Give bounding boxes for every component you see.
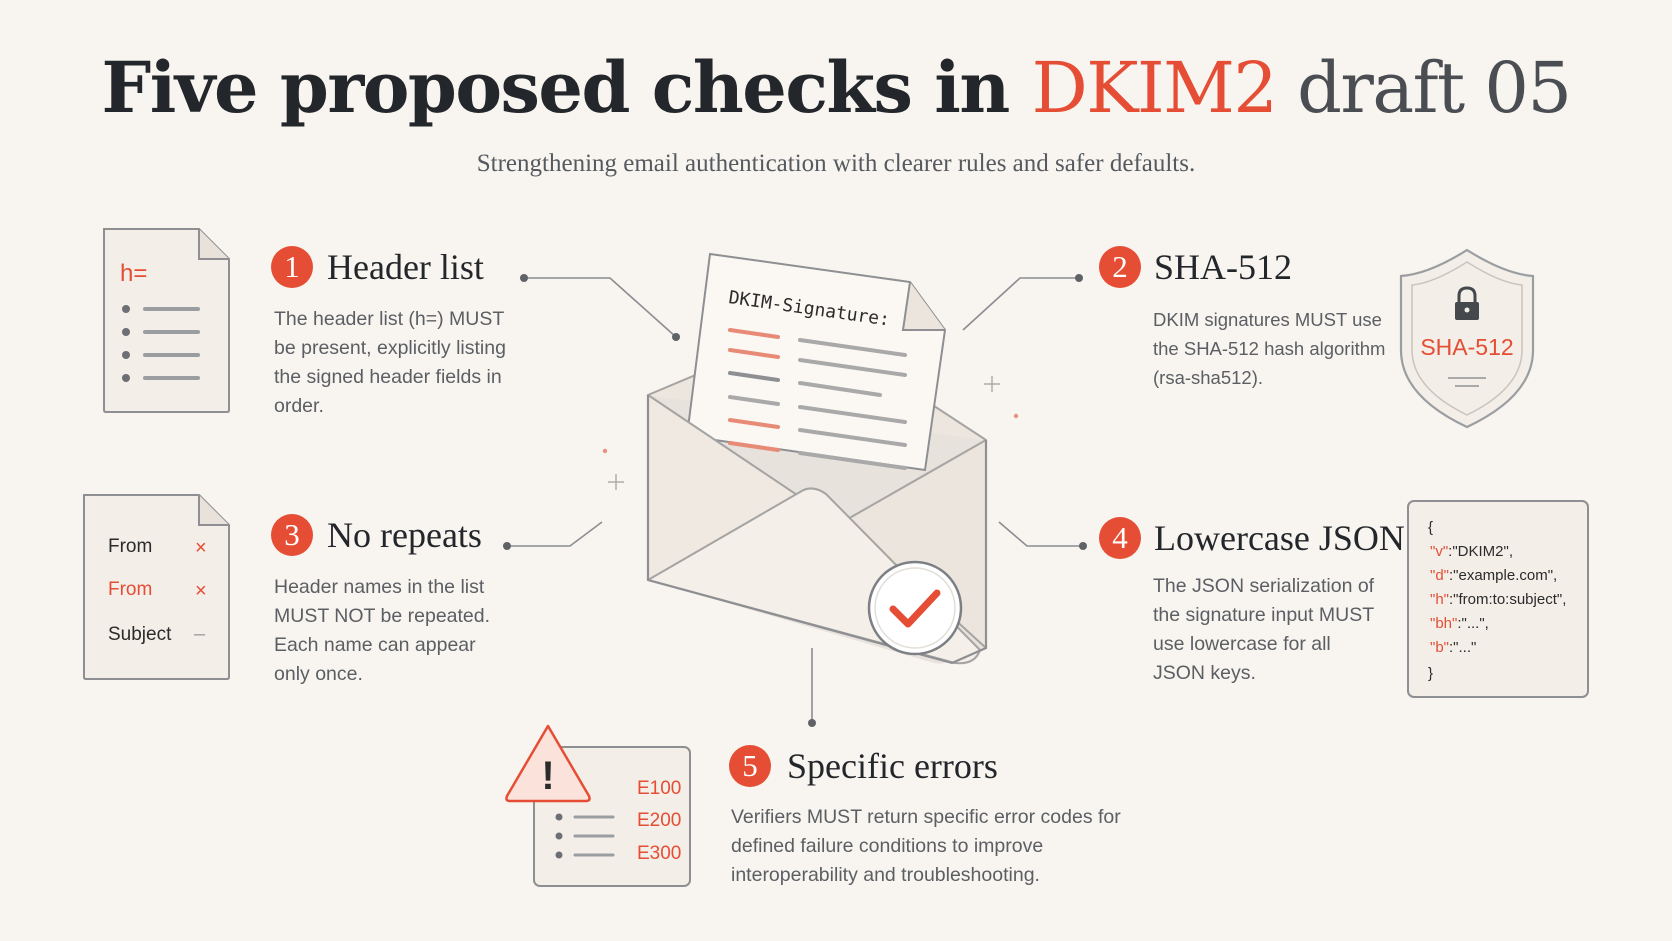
row-2-name: From: [108, 579, 152, 600]
verified-check-icon: [867, 560, 963, 656]
no-repeats-document-icon: From × From × Subject –: [83, 494, 230, 680]
check-4-number: 4: [1099, 517, 1141, 559]
warning-triangle-icon: !: [505, 724, 591, 803]
json-line-h: "h":"from:to:subject",: [1430, 591, 1566, 608]
connector-3: [507, 521, 603, 547]
json-close-brace: }: [1428, 665, 1433, 682]
row-2-x-icon: ×: [195, 580, 207, 602]
sha512-shield-icon: SHA-512: [1399, 248, 1535, 429]
title-accent: DKIM2: [1031, 47, 1278, 129]
sparkle-decoration: [602, 376, 1019, 490]
error-code-3: E300: [637, 843, 681, 864]
json-line-v: "v":"DKIM2",: [1430, 543, 1513, 560]
check-1-number: 1: [271, 246, 313, 288]
header-list-document-icon: h=: [103, 228, 230, 413]
connector-2: [962, 277, 1079, 331]
check-4-description: The JSON serialization of the signature …: [1153, 575, 1375, 684]
check-2-number: 2: [1099, 246, 1141, 288]
json-code-card-icon: { "v":"DKIM2", "d":"example.com", "h":"f…: [1407, 500, 1589, 698]
row-3-dash-icon: –: [194, 623, 206, 645]
connector-4: [998, 521, 1083, 547]
error-code-1: E100: [637, 778, 681, 799]
check-1-description: The header list (h=) MUST be present, ex…: [274, 308, 506, 417]
row-1-x-icon: ×: [195, 537, 207, 559]
check-5-description: Verifiers MUST return specific error cod…: [731, 806, 1121, 886]
title-main: Five proposed checks in: [101, 46, 1032, 129]
check-4-title: Lowercase JSON: [1154, 518, 1405, 558]
sha512-badge-label: SHA-512: [1420, 334, 1513, 360]
envelope-illustration: DKIM-Signature:: [646, 252, 988, 665]
check-3-title: No repeats: [327, 515, 482, 555]
json-line-b: "b":"...": [1430, 639, 1476, 656]
dkim-signature-letter: DKIM-Signature:: [685, 252, 947, 472]
page-title: Five proposed checks in DKIM2 draft 05: [0, 46, 1672, 129]
connector-lines: [503, 274, 1087, 727]
row-1-name: From: [108, 536, 152, 557]
check-2-title: SHA-512: [1154, 247, 1293, 287]
check-5-title: Specific errors: [787, 746, 998, 786]
warning-glyph: !: [541, 754, 554, 798]
error-code-2: E200: [637, 810, 681, 831]
error-codes-card-icon: E100 E200 E300 !: [505, 724, 691, 887]
check-1-title: Header list: [327, 247, 484, 287]
json-line-bh: "bh":"...",: [1430, 615, 1489, 632]
row-3-name: Subject: [108, 624, 172, 645]
check-2-description: DKIM signatures MUST use the SHA-512 has…: [1153, 309, 1386, 388]
page-subtitle: Strengthening email authentication with …: [476, 150, 1196, 177]
lock-icon: [1455, 286, 1479, 320]
json-line-d: "d":"example.com",: [1430, 567, 1557, 584]
check-3-description: Header names in the list MUST NOT be rep…: [274, 576, 491, 685]
check-3-number: 3: [271, 514, 313, 556]
title-tail: draft 05: [1276, 47, 1572, 129]
check-5-number: 5: [729, 745, 771, 787]
json-open-brace: {: [1428, 519, 1433, 536]
h-equals-label: h=: [120, 260, 147, 287]
connector-1: [524, 277, 677, 338]
